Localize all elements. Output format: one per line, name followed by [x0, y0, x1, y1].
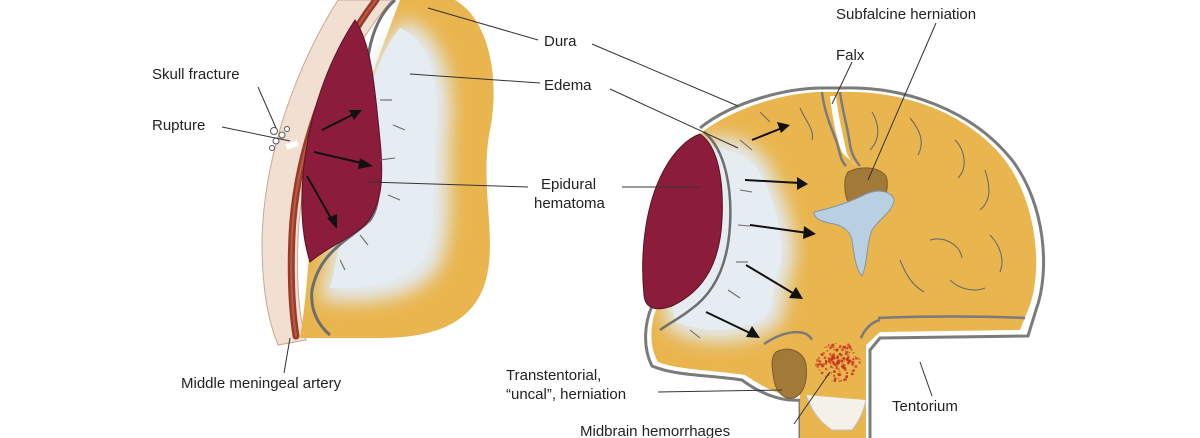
right-dura-outline — [699, 86, 1045, 438]
label-midbrain-hemorrhages: Midbrain hemorrhages — [580, 423, 730, 438]
label-falx: Falx — [836, 47, 865, 64]
label-subfalcine-herniation: Subfalcine herniation — [836, 6, 976, 23]
right-panel — [642, 86, 1045, 438]
label-transtentorial-line2: “uncal”, herniation — [506, 386, 626, 403]
rupture-gap — [285, 140, 299, 150]
label-epidural-line2: hematoma — [534, 195, 606, 212]
label-transtentorial-line1: Transtentorial, — [506, 367, 601, 384]
label-rupture: Rupture — [152, 117, 205, 134]
ventricle-shape — [813, 190, 895, 277]
midbrain-hemorrhage-shape — [815, 342, 861, 383]
label-epidural-line1: Epidural — [541, 176, 596, 193]
left-panel — [261, 0, 655, 346]
uncal-herniation-shape — [771, 348, 807, 399]
label-edema: Edema — [544, 77, 592, 94]
label-tentorium: Tentorium — [892, 398, 958, 415]
falx-shape — [820, 91, 847, 167]
skull-fracture-mark — [269, 126, 290, 151]
right-epidural-hematoma — [642, 133, 723, 310]
leader-lines — [221, 7, 937, 425]
left-pressure-arrows — [306, 110, 373, 229]
right-pressure-arrows — [705, 122, 816, 338]
tentorium-shape — [877, 315, 1026, 320]
label-dura: Dura — [544, 33, 577, 50]
skull-texture — [573, 0, 655, 340]
label-skull-fracture: Skull fracture — [152, 66, 240, 83]
label-middle-meningeal-artery: Middle meningeal artery — [181, 375, 342, 392]
